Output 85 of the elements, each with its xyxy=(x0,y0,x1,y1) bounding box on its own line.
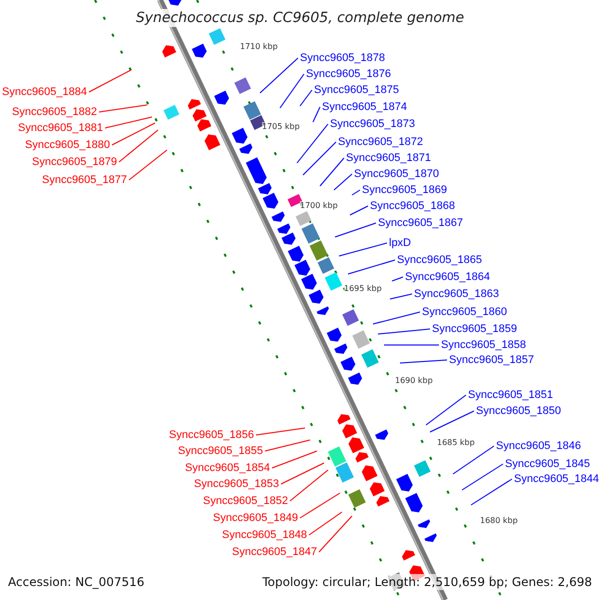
gene-label: Syncc9605_1846 xyxy=(496,439,582,453)
gene-label: Syncc9605_1864 xyxy=(405,270,490,284)
leader-line xyxy=(392,276,404,282)
gene-label: Syncc9605_1870 xyxy=(354,167,440,181)
leader-line xyxy=(98,104,148,112)
leader-line xyxy=(118,130,158,162)
gene-label: Syncc9605_1854 xyxy=(184,461,270,475)
leader-line xyxy=(112,122,156,146)
leader-line xyxy=(260,58,298,94)
leader-line xyxy=(400,360,448,364)
leader-line xyxy=(350,206,368,216)
leader-line xyxy=(318,516,352,552)
gene-label: Syncc9605_1872 xyxy=(338,135,424,149)
leader-line xyxy=(264,440,310,452)
genome-stats-label: Topology: circular; Length: 2,510,659 bp; Genes: 2,698 xyxy=(262,574,592,590)
position-label: 1685 kbp xyxy=(437,438,475,448)
gene-label: Syncc9605_1852 xyxy=(202,494,288,508)
leader-line xyxy=(430,410,474,432)
position-label: 1705 kbp xyxy=(262,122,300,132)
gene-label: Syncc9605_1871 xyxy=(346,151,432,165)
leader-line xyxy=(290,470,328,502)
gene-label: Syncc9605_1847 xyxy=(232,545,317,559)
gene-label: Syncc9605_1845 xyxy=(505,457,590,471)
leader-line xyxy=(312,106,320,122)
position-label: 1710 kbp xyxy=(240,42,278,52)
leader-line xyxy=(320,158,344,186)
leader-line xyxy=(372,312,420,324)
gene-label: Syncc9605_1874 xyxy=(322,100,408,114)
gene-label: Syncc9605_1868 xyxy=(370,199,456,213)
gene-label: Syncc9605_1884 xyxy=(2,85,87,99)
leader-line xyxy=(296,124,328,164)
accession-label: Accession: NC_007516 xyxy=(8,574,144,590)
gene-label: Syncc9605_1875 xyxy=(314,83,400,97)
leader-line xyxy=(300,90,312,106)
gene-label: Syncc9605_1849 xyxy=(212,511,298,525)
gene-label: Syncc9605_1880 xyxy=(24,138,110,152)
leader-line xyxy=(462,464,504,490)
leader-line xyxy=(302,142,336,176)
leader-line xyxy=(334,222,376,238)
leader-line xyxy=(348,260,396,274)
leader-line xyxy=(280,74,304,108)
gene-label: Syncc9605_1869 xyxy=(362,183,448,197)
gene-label: Syncc9605_1856 xyxy=(168,428,254,442)
gene-label: Syncc9605_1860 xyxy=(422,305,508,319)
leader-line xyxy=(272,450,318,468)
leader-line xyxy=(104,116,152,128)
gene-label: Syncc9605_1877 xyxy=(42,173,127,187)
leader-line xyxy=(280,462,324,484)
gene-label: lpxD xyxy=(389,236,412,250)
gene-label: Syncc9605_1850 xyxy=(476,404,562,418)
gene-label: Syncc9605_1878 xyxy=(300,51,386,65)
leader-line xyxy=(426,394,466,426)
gene-label: Syncc9605_1863 xyxy=(414,287,500,301)
gene-label: Syncc9605_1865 xyxy=(397,253,482,267)
gene-label: Syncc9605_1876 xyxy=(306,67,392,81)
gene-label: Syncc9605_1853 xyxy=(194,477,279,491)
leader-line xyxy=(384,344,440,346)
gene-label: Syncc9605_1873 xyxy=(330,117,416,131)
gene-label: Syncc9605_1857 xyxy=(449,353,534,367)
gene-label: Syncc9605_1851 xyxy=(468,388,554,402)
leader-line xyxy=(308,512,342,536)
position-label: 1690 kbp xyxy=(395,376,433,386)
leader-line xyxy=(88,70,132,92)
leader-line xyxy=(378,328,430,334)
gene-label: Syncc9605_1867 xyxy=(378,216,464,230)
position-label: 1695 kbp xyxy=(344,284,382,294)
position-label: 1680 kbp xyxy=(480,516,518,526)
leader-line xyxy=(256,428,306,436)
gene-label: Syncc9605_1844 xyxy=(514,472,600,486)
leader-line xyxy=(352,190,360,196)
leader-line xyxy=(128,150,168,180)
gene-label: Syncc9605_1848 xyxy=(222,528,307,542)
leader-line xyxy=(338,242,388,256)
leader-line xyxy=(300,492,340,518)
leader-line xyxy=(334,174,352,190)
gene-label: Syncc9605_1858 xyxy=(441,338,526,352)
gene-label: Syncc9605_1881 xyxy=(18,121,103,135)
gene-label: Syncc9605_1859 xyxy=(432,322,518,336)
position-label: 1700 kbp xyxy=(300,201,338,211)
leader-line xyxy=(452,446,494,474)
leader-line xyxy=(390,294,412,300)
gene-label: Syncc9605_1855 xyxy=(178,444,263,458)
leader-line xyxy=(470,478,512,506)
gene-label: Syncc9605_1882 xyxy=(12,105,97,119)
gene-label: Syncc9605_1879 xyxy=(32,155,117,169)
